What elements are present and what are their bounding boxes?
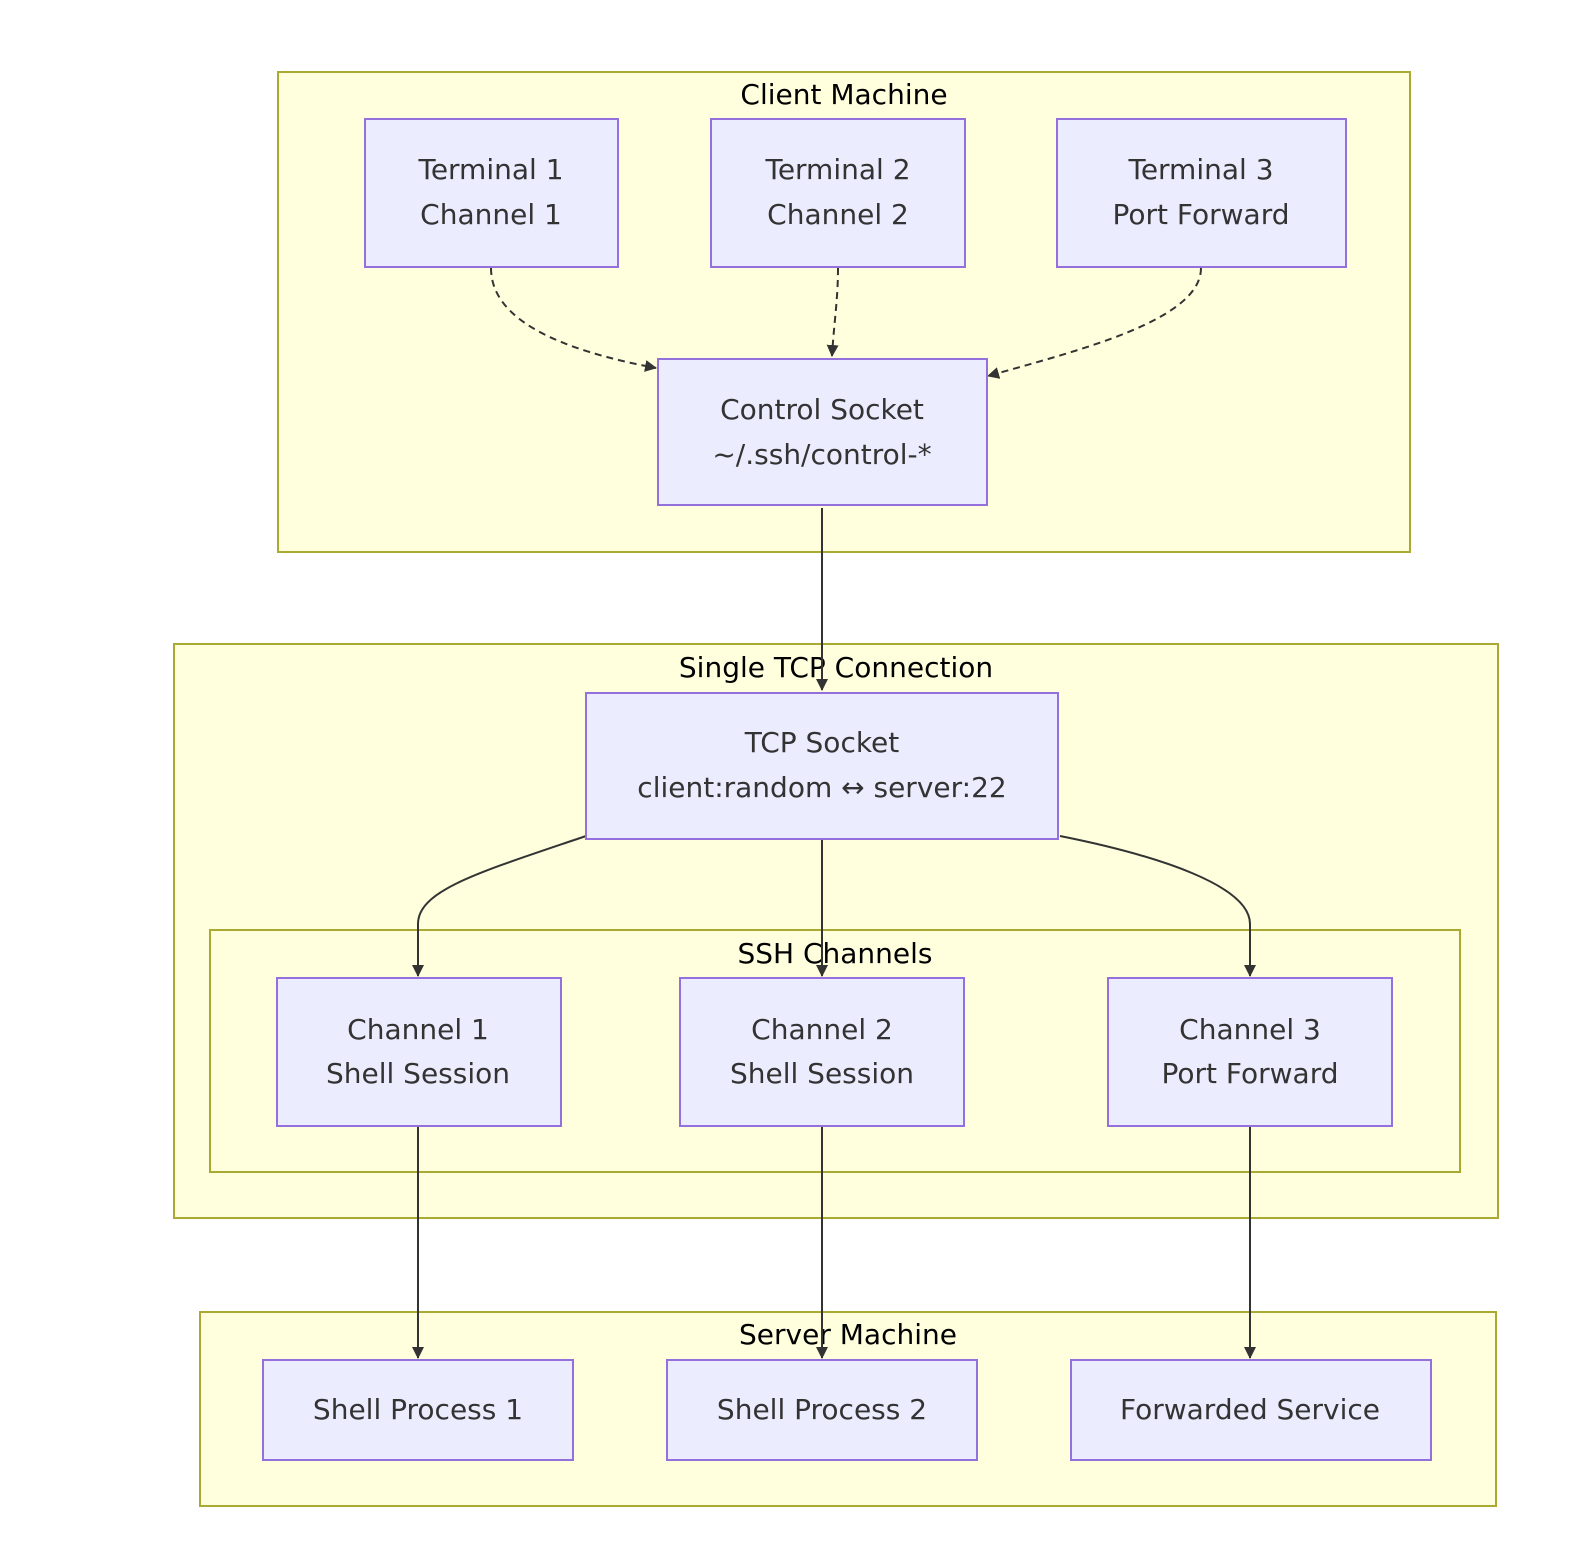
node-channel-3-line2: Port Forward [1161,1057,1338,1090]
edge-tcp-socket-to-channel1 [412,835,587,977]
cluster-server-machine-title: Server Machine [739,1318,957,1351]
cluster-single-tcp-connection-title: Single TCP Connection [679,651,993,684]
node-shell-process-2[interactable]: Shell Process 2 [666,1359,978,1461]
node-tcp-socket-line1: TCP Socket [744,726,900,759]
edge-terminal3-to-control-socket [987,267,1202,379]
node-control-socket[interactable]: Control Socket ~/.ssh/control-* [657,358,988,506]
cluster-ssh-channels-title: SSH Channels [737,937,932,970]
node-terminal-2[interactable]: Terminal 2 Channel 2 [710,118,966,268]
node-channel-1-line2: Shell Session [326,1057,510,1090]
node-control-socket-line1: Control Socket [720,393,924,426]
node-shell-process-2-label: Shell Process 2 [717,1393,927,1426]
node-terminal-1-line1: Terminal 1 [417,153,563,186]
node-channel-2-line2: Shell Session [730,1057,914,1090]
edges [412,267,1256,1359]
node-channel-3[interactable]: Channel 3 Port Forward [1107,977,1393,1127]
node-channel-2[interactable]: Channel 2 Shell Session [679,977,965,1127]
node-terminal-3[interactable]: Terminal 3 Port Forward [1056,118,1347,268]
edge-terminal2-to-control-socket [826,267,839,357]
node-channel-1-line1: Channel 1 [347,1013,489,1046]
node-terminal-3-line2: Port Forward [1112,198,1289,231]
node-control-socket-line2: ~/.ssh/control-* [712,438,931,471]
node-channel-1[interactable]: Channel 1 Shell Session [276,977,562,1127]
node-channel-2-line1: Channel 2 [751,1013,893,1046]
node-forwarded-service-label: Forwarded Service [1120,1393,1380,1426]
node-forwarded-service[interactable]: Forwarded Service [1070,1359,1432,1461]
cluster-client-machine-title: Client Machine [740,78,947,111]
edge-terminal1-to-control-socket [490,267,657,372]
node-terminal-3-line1: Terminal 3 [1127,153,1273,186]
node-shell-process-1-label: Shell Process 1 [313,1393,523,1426]
node-terminal-1[interactable]: Terminal 1 Channel 1 [364,118,619,268]
node-shell-process-1[interactable]: Shell Process 1 [262,1359,574,1461]
node-tcp-socket[interactable]: TCP Socket client:random ↔ server:22 [585,692,1059,840]
node-tcp-socket-line2: client:random ↔ server:22 [637,771,1006,804]
node-terminal-2-line1: Terminal 2 [764,153,910,186]
node-terminal-2-line2: Channel 2 [767,198,909,231]
node-terminal-1-line2: Channel 1 [420,198,562,231]
node-channel-3-line1: Channel 3 [1179,1013,1321,1046]
edge-tcp-socket-to-channel3 [1059,835,1256,977]
